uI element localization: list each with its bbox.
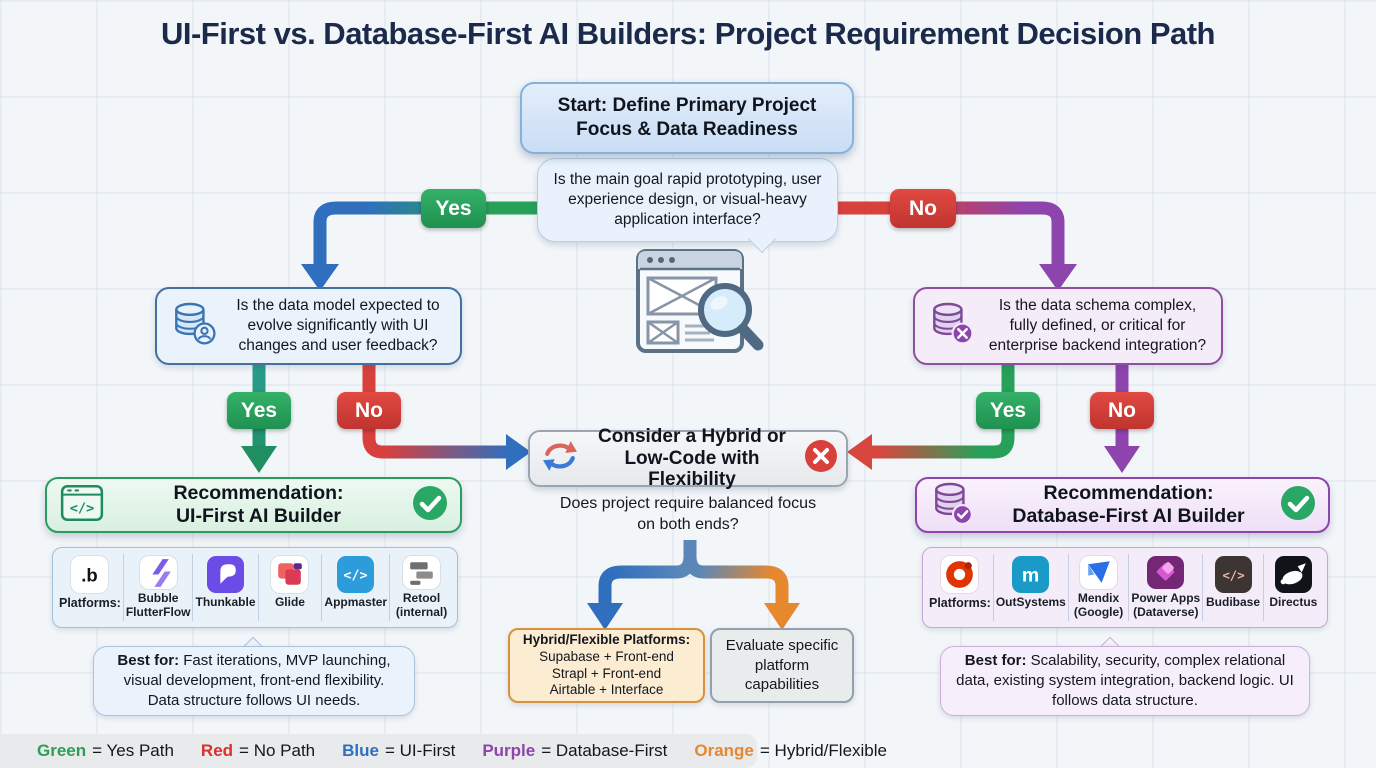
hybrid-platform-item: Strapl + Front-end bbox=[551, 665, 662, 681]
platform-cell: Directus bbox=[1264, 554, 1323, 621]
glide-icon bbox=[271, 556, 309, 593]
best-for-label: Best for: bbox=[117, 652, 180, 670]
legend-color-word: Purple bbox=[482, 741, 536, 760]
platform-cell: Mendix (Google) bbox=[1069, 554, 1130, 621]
platform-cell: Bubble FlutterFlow bbox=[124, 554, 194, 621]
platform-cell: Thunkable bbox=[193, 554, 259, 621]
check-circle-icon bbox=[1280, 485, 1316, 526]
platform-cell: Retool (internal) bbox=[390, 554, 453, 621]
color-legend: Green = Yes Path Red = No Path Blue = UI… bbox=[0, 734, 887, 768]
database-tools-icon bbox=[927, 299, 975, 353]
budibase-icon: </> bbox=[1214, 556, 1252, 593]
platform-cell: </> Appmaster bbox=[322, 554, 391, 621]
main-question-text: Is the main goal rapid prototyping, user… bbox=[553, 170, 822, 229]
right-question-box: Is the data schema complex, fully define… bbox=[913, 287, 1223, 365]
flutterflow-icon bbox=[139, 556, 177, 590]
thunkable-icon bbox=[206, 556, 244, 593]
appmaster-icon: </> bbox=[337, 556, 375, 593]
directus-icon bbox=[1274, 556, 1312, 593]
recommendation-ui-first: </> Recommendation: UI-First AI Builder bbox=[45, 477, 462, 533]
svg-text:m: m bbox=[1022, 565, 1039, 587]
recommendation-database-first: Recommendation: Database-First AI Builde… bbox=[915, 477, 1330, 533]
database-user-icon bbox=[169, 299, 217, 353]
yes-badge-top: Yes bbox=[421, 189, 486, 228]
code-window-icon: </> bbox=[59, 482, 105, 529]
legend-color-word: Green bbox=[37, 741, 87, 760]
legend-color-word: Red bbox=[200, 741, 234, 760]
legend-color-word: Orange bbox=[694, 741, 754, 760]
left-question-text: Is the data model expected to evolve sig… bbox=[236, 296, 440, 355]
svg-text:</>: </> bbox=[1222, 569, 1244, 583]
browser-search-illustration bbox=[630, 248, 770, 365]
platform-cell: </> Budibase bbox=[1203, 554, 1264, 621]
best-for-text: Scalability, security, complex relationa… bbox=[956, 652, 1294, 709]
svg-text:</>: </> bbox=[70, 500, 95, 516]
best-for-database-first: Best for: Scalability, security, complex… bbox=[940, 646, 1310, 716]
yes-badge-left: Yes bbox=[227, 392, 291, 429]
platform-cell: Glide bbox=[259, 554, 323, 621]
start-line1: Start: Define Primary Project bbox=[557, 95, 817, 117]
check-circle-icon bbox=[412, 485, 448, 526]
legend-item: Purple = Database-First bbox=[482, 741, 668, 760]
rec-right-title: Recommendation: Database-First AI Builde… bbox=[1012, 481, 1245, 527]
database-first-platforms: Platforms: m OutSystems Mendix (Google) bbox=[922, 547, 1328, 628]
hybrid-platforms-box: Hybrid/Flexible Platforms: Supabase + Fr… bbox=[508, 628, 705, 703]
legend-color-word: Blue bbox=[342, 741, 379, 760]
x-circle-icon bbox=[804, 439, 838, 478]
legend-item: Orange = Hybrid/Flexible bbox=[694, 741, 887, 760]
no-badge-left: No bbox=[337, 392, 401, 429]
platform-cell: Power Apps (Dataverse) bbox=[1129, 554, 1204, 621]
best-for-label: Best for: bbox=[964, 652, 1027, 670]
rec-left-title: Recommendation: UI-First AI Builder bbox=[173, 481, 344, 527]
hybrid-title: Consider a Hybrid or Low-Code with Flexi… bbox=[598, 425, 786, 491]
left-question-box: Is the data model expected to evolve sig… bbox=[155, 287, 462, 365]
hybrid-platform-item: Airtable + Interface bbox=[549, 682, 664, 698]
legend-item: Red = No Path bbox=[200, 741, 316, 760]
main-question-bubble: Is the main goal rapid prototyping, user… bbox=[537, 158, 838, 242]
legend-item: Green = Yes Path bbox=[37, 741, 174, 760]
mendix-m-icon: m bbox=[1012, 556, 1050, 593]
swap-arrows-icon bbox=[540, 439, 580, 478]
page-title: UI-First vs. Database-First AI Builders:… bbox=[160, 16, 1216, 51]
platform-cell: m OutSystems bbox=[994, 554, 1069, 621]
outsystems-icon bbox=[941, 556, 979, 593]
hybrid-node: Consider a Hybrid or Low-Code with Flexi… bbox=[528, 426, 848, 490]
hybrid-platform-item: Supabase + Front-end bbox=[539, 648, 674, 664]
balance-question: Does project require balanced focus on b… bbox=[559, 495, 817, 533]
bubble-icon: .b bbox=[71, 556, 109, 593]
no-badge-top: No bbox=[890, 189, 956, 228]
start-line2: Focus & Data Readiness bbox=[576, 119, 798, 140]
platform-cell: .b Platforms: bbox=[57, 554, 124, 621]
best-for-ui-first: Best for: Fast iterations, MVP launching… bbox=[93, 646, 415, 716]
evaluate-box: Evaluate specific platform capabilities bbox=[710, 628, 854, 703]
best-for-text: Fast iterations, MVP launching, visual d… bbox=[123, 652, 391, 709]
no-badge-right: No bbox=[1090, 392, 1154, 429]
mendix-google-icon bbox=[1080, 556, 1118, 590]
platform-cell: Platforms: bbox=[927, 554, 994, 621]
right-question-text: Is the data schema complex, fully define… bbox=[988, 296, 1207, 355]
hybrid-platforms-title: Hybrid/Flexible Platforms: bbox=[522, 631, 691, 647]
svg-text:</>: </> bbox=[344, 569, 368, 584]
svg-text:.b: .b bbox=[82, 565, 98, 586]
retool-icon bbox=[403, 556, 441, 590]
yes-badge-right: Yes bbox=[976, 392, 1040, 429]
ui-first-platforms: .b Platforms: Bubble FlutterFlow Thunkab… bbox=[52, 547, 458, 628]
start-node: Start: Define Primary Project Focus & Da… bbox=[520, 82, 854, 154]
power-apps-icon bbox=[1147, 556, 1185, 590]
legend-item: Blue = UI-First bbox=[342, 741, 456, 760]
database-check-icon bbox=[929, 479, 977, 532]
